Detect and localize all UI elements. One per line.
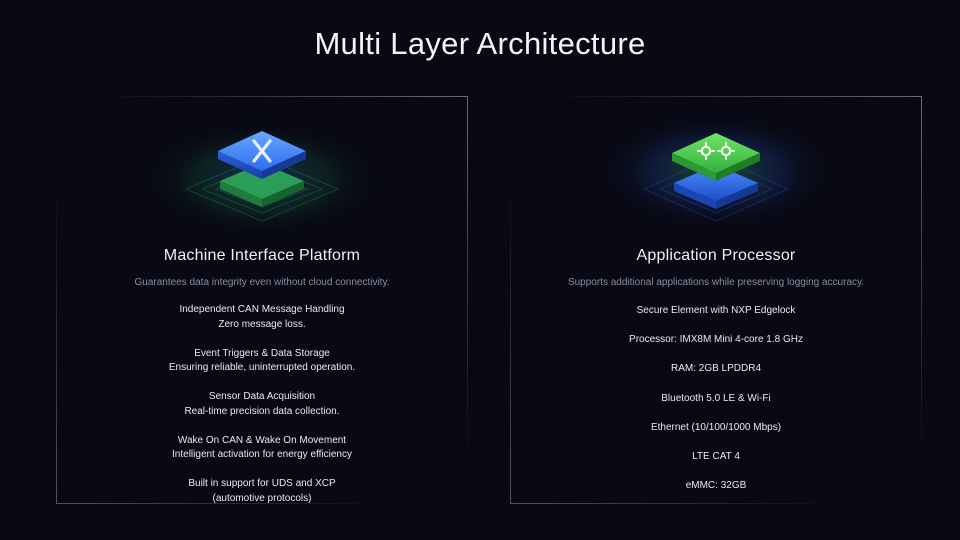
feature-description: Intelligent activation for energy effici… [172,449,352,460]
feature-item: Wake On CAN & Wake On Movement Intellige… [57,434,467,463]
card-subtitle: Guarantees data integrity even without c… [134,277,390,288]
feature-list: Independent CAN Message Handling Zero me… [57,303,467,521]
spec-item: Bluetooth 5.0 LE & Wi-Fi [661,392,771,404]
spec-item: LTE CAT 4 [692,450,740,462]
card-subtitle: Supports additional applications while p… [567,277,865,288]
card-title: Machine Interface Platform [163,247,361,264]
feature-description: Real-time precision data collection. [184,405,340,417]
card-title: Application Processor [636,247,796,264]
x-logo-layer-stack-icon [142,111,382,231]
feature-item: Independent CAN Message Handling Zero me… [57,303,467,332]
gears-layer-stack-icon [596,111,836,231]
feature-heading: Independent CAN Message Handling [179,304,345,315]
feature-heading: Wake On CAN & Wake On Movement [177,434,347,446]
feature-heading: Built in support for UDS and XCP [188,478,336,489]
application-processor-card: Application Processor Supports additiona… [510,96,922,504]
feature-item: Built in support for UDS and XCP (automo… [57,477,467,506]
spec-item: Ethernet (10/100/1000 Mbps) [650,421,782,433]
page-title: Multi Layer Architecture [314,26,646,61]
feature-description: (automotive protocols) [212,492,312,504]
feature-heading: Sensor Data Acquisition [208,391,316,402]
machine-interface-platform-card: Machine Interface Platform Guarantees da… [56,96,468,504]
spec-item: Processor: IMX8M Mini 4-core 1.8 GHz [629,334,803,346]
spec-item: RAM: 2GB LPDDR4 [670,363,762,375]
feature-item: Event Triggers & Data Storage Ensuring r… [57,347,467,376]
feature-description: Ensuring reliable, uninterrupted operati… [168,362,356,373]
spec-list: Secure Element with NXP Edgelock Process… [511,304,921,508]
spec-item: eMMC: 32GB [685,480,747,492]
feature-description: Zero message loss. [218,318,306,330]
spec-item: Secure Element with NXP Edgelock [636,305,796,316]
feature-heading: Event Triggers & Data Storage [194,347,330,359]
feature-item: Sensor Data Acquisition Real-time precis… [57,390,467,419]
